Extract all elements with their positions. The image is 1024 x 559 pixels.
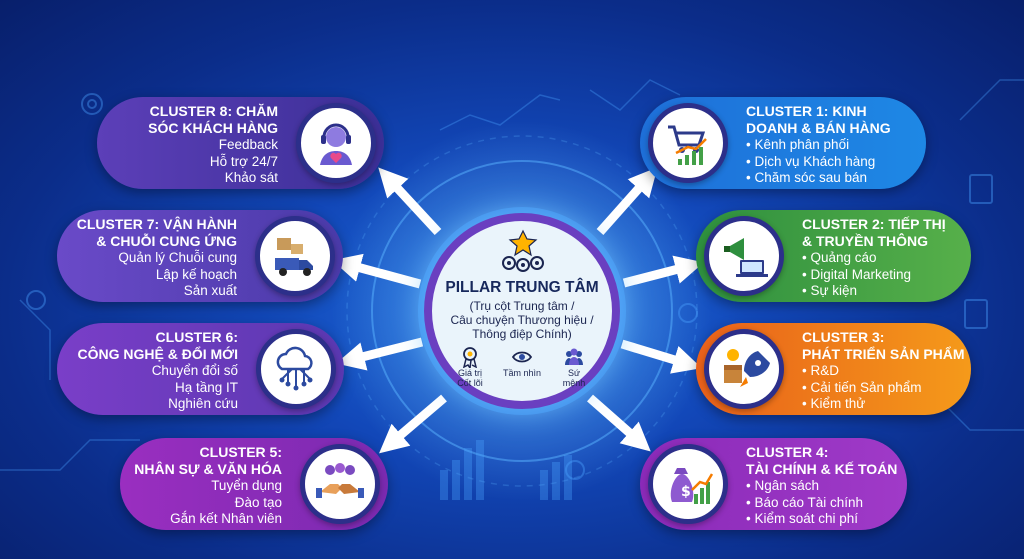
eye-icon [511,351,533,363]
cluster-7-card: CLUSTER 7: VẬN HÀNH & CHUỖI CUNG ỨNG Quả… [57,210,343,302]
core-values-item: Giá trị Cốt lõi [444,346,496,388]
cluster-3-items: R&D Cải tiến Sản phẩm Kiểm thử [802,363,922,413]
cluster-2-items: Quảng cáo Digital Marketing Sự kiện [802,250,911,300]
cluster-5-title: CLUSTER 5: NHÂN SỰ & VĂN HÓA [134,444,282,477]
cluster-5-items: Tuyển dụng Đào tạo Gắn kết Nhân viên [170,478,282,528]
award-icon [462,347,478,368]
team-icon [565,348,583,365]
arrow-to-cluster-7 [332,253,422,289]
list-item: Lập kế hoạch [155,266,237,282]
delivery-truck-icon [255,216,335,296]
vision-item: Tầm nhìn [496,346,548,388]
list-item: Nghiên cứu [168,396,238,411]
list-item: Quảng cáo [802,250,911,267]
cluster-3-card: CLUSTER 3: PHÁT TRIỂN SẢN PHẨM R&D Cải t… [696,323,971,415]
money-bag-chart-icon: $ [648,444,728,524]
arrow-to-cluster-6 [336,337,424,371]
customer-support-icon [296,103,376,183]
list-item: Chăm sóc sau bán [746,170,875,187]
cluster-1-items: Kênh phân phối Dịch vụ Khách hàng Chăm s… [746,137,875,187]
list-item: Chuyển đổi số [151,363,238,378]
arrow-to-cluster-2 [622,255,704,288]
list-item: Kiểm thử [802,396,922,413]
cluster-6-title: CLUSTER 6: CÔNG NGHỆ & ĐỔI MỚI [77,329,238,362]
list-item: Tuyển dụng [211,478,282,493]
list-item: R&D [802,363,922,380]
cluster-8-title: CLUSTER 8: CHĂM SÓC KHÁCH HÀNG [148,103,278,136]
cluster-2-card: CLUSTER 2: TIẾP THỊ & TRUYỀN THÔNG Quảng… [696,210,971,302]
list-item: Báo cáo Tài chính [746,495,863,512]
cluster-6-card: CLUSTER 6: CÔNG NGHỆ & ĐỔI MỚI Chuyển đổ… [57,323,344,415]
pillar-title: PILLAR TRUNG TÂM [445,279,599,296]
list-item: Hạ tầng IT [174,379,238,395]
handshake-icon [300,444,380,524]
vision-label: Tầm nhìn [502,368,542,378]
list-item: Digital Marketing [802,267,911,284]
cloud-network-icon [256,329,336,409]
list-item: Gắn kết Nhân viên [170,511,282,526]
list-item: Ngân sách [746,478,863,495]
cluster-8-card: CLUSTER 8: CHĂM SÓC KHÁCH HÀNG Feedback … [97,97,384,189]
list-item: Sản xuất [183,283,237,298]
pillar-center: PILLAR TRUNG TÂM (Trụ cột Trung tâm / Câ… [424,213,620,409]
cluster-8-items: Feedback Hỗ trợ 24/7 Khảo sát [210,137,278,187]
cluster-7-items: Quản lý Chuỗi cung Lập kế hoạch Sản xuất [118,250,237,300]
shopping-cart-chart-icon [648,103,728,183]
arrow-to-cluster-5 [379,394,447,454]
pillar-subtitle: (Trụ cột Trung tâm / Câu chuyện Thương h… [450,299,594,341]
rocket-box-icon [704,329,784,409]
pillar-values: Giá trị Cốt lõi Tầm nhìn Sứ mệnh [444,346,600,388]
cluster-7-title: CLUSTER 7: VẬN HÀNH & CHUỖI CUNG ỨNG [76,216,237,249]
list-item: Hỗ trợ 24/7 [209,153,278,169]
cluster-4-title: CLUSTER 4: TÀI CHÍNH & KẾ TOÁN [746,444,898,477]
list-item: Kênh phân phối [746,137,875,154]
list-item: Feedback [218,137,278,152]
cluster-5-card: CLUSTER 5: NHÂN SỰ & VĂN HÓA Tuyển dụng … [120,438,388,530]
arrow-to-cluster-8 [378,167,442,236]
star-gears-icon [502,229,544,272]
list-item: Cải tiến Sản phẩm [802,380,921,397]
megaphone-laptop-icon [704,216,784,296]
cluster-4-card: CLUSTER 4: TÀI CHÍNH & KẾ TOÁN Ngân sách… [640,438,907,530]
arrow-to-cluster-3 [620,339,702,374]
cluster-1-title: CLUSTER 1: KINH DOANH & BÁN HÀNG [746,103,891,136]
mission-label: Sứ mệnh [562,368,586,388]
mission-item: Sứ mệnh [548,346,600,388]
cluster-1-card: CLUSTER 1: KINH DOANH & BÁN HÀNG Kênh ph… [640,97,926,189]
list-item: Sự kiện [802,283,911,300]
list-item: Khảo sát [224,170,278,185]
cluster-6-items: Chuyển đổi số Hạ tầng IT Nghiên cứu [152,363,238,413]
list-item: Quản lý Chuỗi cung [118,250,237,265]
cluster-3-title: CLUSTER 3: PHÁT TRIỂN SẢN PHẨM [802,329,965,362]
cluster-4-items: Ngân sách Báo cáo Tài chính Kiểm soát ch… [746,478,863,528]
arrow-to-cluster-4 [587,394,651,452]
cluster-2-title: CLUSTER 2: TIẾP THỊ & TRUYỀN THÔNG [802,216,946,249]
list-item: Đào tạo [234,494,282,510]
list-item: Kiểm soát chi phí [746,511,863,528]
svg-text:$: $ [681,484,691,500]
list-item: Dịch vụ Khách hàng [746,154,875,171]
arrow-to-cluster-1 [596,167,658,235]
core-values-label: Giá trị Cốt lõi [457,368,483,388]
